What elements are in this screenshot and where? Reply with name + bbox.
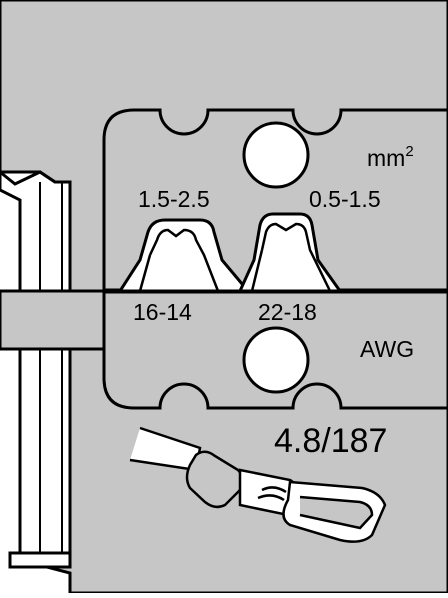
flat-receptacle-terminal	[129, 426, 387, 543]
left-rail	[0, 170, 72, 562]
awg-range-large: 16-14	[133, 299, 192, 325]
crimp-cavity-large-inner-2	[138, 254, 152, 292]
awg-range-small: 22-18	[258, 299, 317, 325]
awg-unit-label: AWG	[360, 336, 414, 362]
crimp-cavity-large	[117, 218, 252, 293]
lower-locating-hole	[242, 326, 310, 394]
cross-bar	[0, 289, 106, 351]
metric-unit-label: mm2	[367, 143, 414, 171]
left-rail-foot	[8, 551, 72, 569]
crimp-cavity-large-inner	[148, 228, 220, 292]
crimp-cavity-small-inner-2	[250, 249, 264, 292]
crimp-cavity-small-inner	[260, 222, 332, 292]
metric-range-small: 0.5-1.5	[309, 186, 381, 212]
metric-range-large: 1.5-2.5	[138, 186, 210, 212]
terminal-sleeve	[185, 450, 244, 509]
left-rail-top	[0, 170, 70, 186]
terminal-size-label: 4.8/187	[274, 422, 387, 460]
upper-locating-hole	[242, 121, 310, 189]
terminal-blade-fold	[299, 495, 374, 530]
terminal-wire-strands	[257, 486, 287, 502]
metric-unit-exponent: 2	[405, 143, 413, 160]
